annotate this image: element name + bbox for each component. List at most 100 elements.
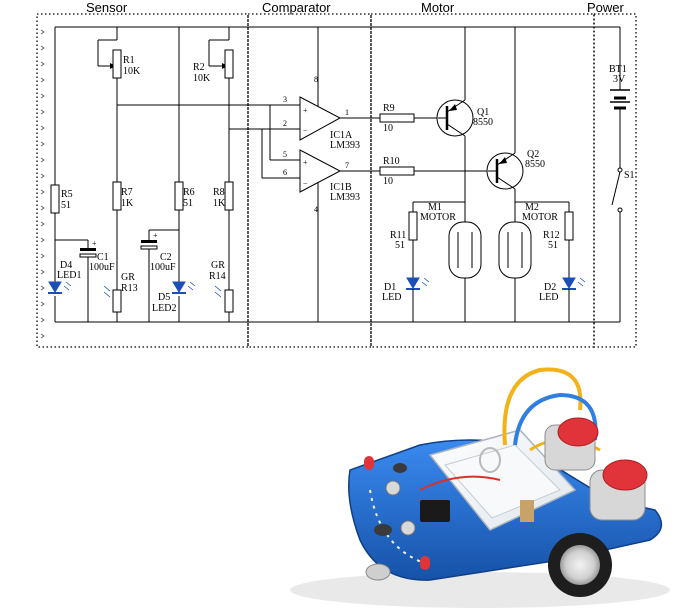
- pin-7: 7: [345, 161, 349, 170]
- q2-value: 8550: [525, 159, 545, 170]
- blue-wire: [513, 392, 598, 446]
- pin-2: 2: [283, 119, 287, 128]
- svg-text:+: +: [153, 231, 158, 240]
- q2-ref: Q2: [527, 149, 539, 160]
- section-title-power: Power: [587, 0, 625, 15]
- motor-2-cap: [602, 459, 648, 491]
- pin-6: 6: [283, 168, 287, 177]
- margin-tick: [40, 221, 45, 227]
- s1-ref: S1: [624, 170, 635, 181]
- bt1-value: 3V: [613, 74, 626, 85]
- d4-ref: D4: [60, 260, 72, 271]
- d4-led-icon: [48, 281, 62, 293]
- sensor-circuit: + +: [48, 27, 234, 322]
- pin-5: 5: [283, 150, 287, 159]
- r5-ref: R5: [61, 189, 73, 200]
- yellow-wire: [502, 367, 583, 446]
- ic1a-ref: IC1A: [330, 130, 353, 141]
- r8-resistor: [224, 181, 234, 211]
- margin-tick: [40, 45, 45, 51]
- r1-value: 10K: [123, 66, 141, 77]
- svg-text:+: +: [303, 106, 308, 115]
- d5-value: LED2: [152, 303, 176, 314]
- r13-value: R13: [121, 283, 138, 294]
- bt1-ref: BT1: [609, 64, 627, 75]
- margin-tick: [40, 173, 45, 179]
- r5-resistor: [50, 184, 60, 214]
- m2-value: MOTOR: [522, 212, 558, 223]
- r1-ref: R1: [123, 55, 135, 66]
- d4-value: LED1: [57, 270, 81, 281]
- r6-ref: R6: [183, 187, 195, 198]
- ic1b-value: LM393: [330, 192, 360, 203]
- r14-ref: GR: [211, 260, 225, 271]
- section-title-sensor: Sensor: [86, 0, 128, 15]
- margin-tick: [40, 285, 45, 291]
- margin-tick: [40, 29, 45, 35]
- red-led-rear: [420, 556, 430, 570]
- r12-resistor: [564, 211, 574, 241]
- motor-1-cap: [557, 417, 599, 447]
- margin-tick: [40, 77, 45, 83]
- battery-terminal: [520, 500, 534, 522]
- section-title-comparator: Comparator: [262, 0, 331, 15]
- m2-motor-icon: [498, 221, 532, 279]
- section-title-motor: Motor: [421, 0, 455, 15]
- ic-chip: [420, 500, 450, 522]
- ic1a-value: LM393: [330, 140, 360, 151]
- svg-text:+: +: [92, 239, 97, 248]
- switch-icon: [617, 167, 623, 173]
- d1-ref: D1: [384, 282, 396, 293]
- pin-1: 1: [345, 108, 349, 117]
- d5-led-icon: [172, 281, 186, 293]
- ic1b-opamp: [299, 149, 342, 193]
- red-wire: [419, 475, 501, 491]
- margin-tick: [40, 317, 45, 323]
- r7-resistor: [112, 181, 122, 211]
- pin-8: 8: [314, 75, 318, 84]
- r2-ref: R2: [193, 62, 205, 73]
- c1-value: 100uF: [89, 262, 115, 273]
- capacitor-1: [374, 524, 392, 536]
- d2-led-icon: [562, 277, 576, 289]
- margin-tick: [40, 269, 45, 275]
- margin-tick: [40, 189, 45, 195]
- margin-tick: [40, 157, 45, 163]
- r12-value: 51: [548, 240, 558, 251]
- pin-4: 4: [314, 205, 318, 214]
- r11-resistor: [408, 211, 418, 241]
- r12-ref: R12: [543, 230, 560, 241]
- potentiometer-1: [385, 480, 401, 496]
- margin-tick: [40, 125, 45, 131]
- r9-ref: R9: [383, 103, 395, 114]
- r8-ref: R8: [213, 187, 225, 198]
- r8-value: 1K: [213, 198, 226, 209]
- d2-value: LED: [539, 292, 558, 303]
- r7-ref: R7: [121, 187, 133, 198]
- d5-ref: D5: [158, 292, 170, 303]
- margin-tick: [40, 93, 45, 99]
- r11-ref: R11: [390, 230, 406, 241]
- r10-value: 10: [383, 176, 393, 187]
- shadow: [290, 572, 670, 608]
- power-box: [593, 13, 637, 348]
- m2-ref: M2: [525, 202, 539, 213]
- r2-value: 10K: [193, 73, 211, 84]
- capacitor-2: [393, 463, 407, 473]
- ic1a-opamp: [299, 96, 342, 141]
- margin-tick: [40, 109, 45, 115]
- c1-ref: C1: [97, 252, 109, 263]
- d1-led-icon: [406, 277, 420, 289]
- r6-value: 51: [183, 198, 193, 209]
- r2-potentiometer: [224, 49, 234, 79]
- q1-ref: Q1: [477, 107, 489, 118]
- sensor-box: [36, 13, 249, 348]
- svg-text:−: −: [303, 126, 308, 135]
- power-circuit: [610, 89, 630, 213]
- d2-ref: D2: [544, 282, 556, 293]
- margin-tick: [40, 237, 45, 243]
- margin-tick: [40, 333, 45, 339]
- q1-value: 8550: [473, 117, 493, 128]
- m1-ref: M1: [428, 202, 442, 213]
- motor-circuit: [379, 27, 586, 322]
